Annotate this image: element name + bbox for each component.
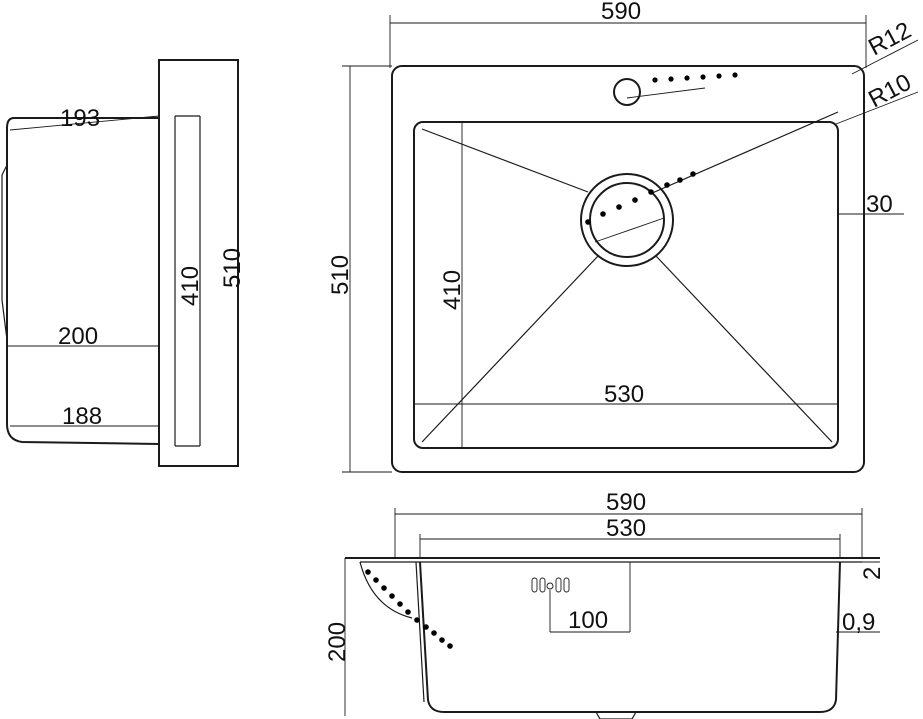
side-depth-193-label: 193 — [60, 105, 100, 132]
top-drain-outer — [580, 173, 674, 267]
front-width-530-label: 530 — [606, 515, 646, 542]
top-width-590-label: 590 — [601, 0, 641, 25]
top-r12-leader — [851, 39, 919, 75]
top-r10-leader — [835, 91, 919, 125]
front-width-590-label: 590 — [606, 489, 646, 516]
top-slope-line-br — [655, 255, 833, 443]
side-bowl-lip — [1, 164, 8, 341]
front-section-dots — [365, 569, 453, 649]
front-bowl-inner-wall — [415, 561, 425, 703]
side-outer-frame — [158, 59, 239, 467]
front-overflow-slots — [531, 577, 570, 593]
side-depth-193-line — [9, 115, 160, 131]
top-faucet-dots — [652, 72, 738, 83]
top-radius-r10-label: R10 — [864, 69, 916, 114]
top-rim-width-label: 30 — [866, 191, 893, 218]
front-rim-thickness-label: 2 — [859, 567, 886, 580]
top-bowl — [413, 121, 839, 449]
top-bowl-height-label: 410 — [439, 270, 466, 310]
top-faucet-leader — [626, 87, 706, 99]
front-view: 590 530 2 200 0,9 — [324, 489, 886, 719]
side-depth-200-label: 200 — [58, 323, 98, 350]
top-view: 590 510 410 530 — [327, 0, 919, 473]
top-outer-rim — [391, 65, 865, 473]
front-drain-bottom — [595, 711, 637, 719]
top-drain-inner — [589, 182, 665, 258]
top-slope-line-tl — [421, 128, 589, 193]
top-faucet-hole — [613, 78, 641, 106]
top-bowl-width-label: 530 — [604, 381, 644, 408]
front-height-200-label: 200 — [324, 622, 351, 662]
front-rim-curve — [359, 561, 413, 619]
front-wall-thickness-label: 0,9 — [842, 609, 875, 636]
side-depth-188-label: 188 — [62, 403, 102, 430]
side-bowl-profile — [6, 117, 160, 445]
side-view: 193 200 188 410 510 — [1, 59, 246, 467]
front-bowl-body — [419, 561, 841, 713]
top-slope-line-bl — [421, 255, 599, 443]
top-drain-leader — [594, 217, 665, 243]
top-height-510-label: 510 — [327, 255, 354, 295]
side-bowl-height-label: 410 — [177, 266, 204, 306]
side-outer-height-label: 510 — [219, 248, 246, 288]
front-drain-offset-label: 100 — [568, 607, 608, 634]
top-drain-dots — [585, 171, 696, 225]
